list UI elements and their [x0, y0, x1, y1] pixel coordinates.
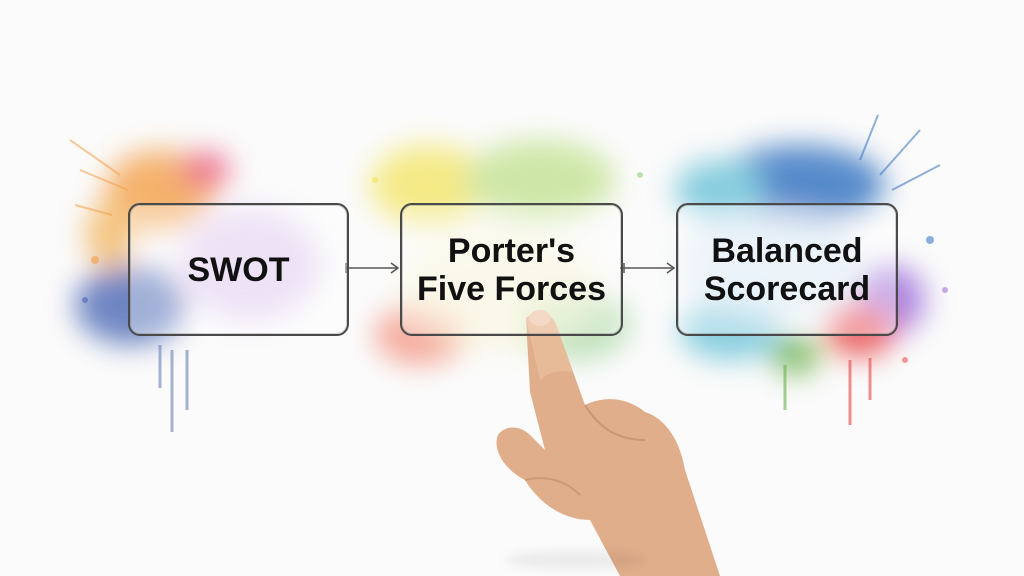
pointing-hand — [496, 310, 720, 576]
drips-balanced — [783, 358, 872, 425]
splash-balanced — [675, 145, 925, 375]
splash-porters — [370, 140, 630, 365]
step-box-swot: SWOT — [128, 203, 349, 336]
spatter — [82, 172, 948, 363]
arrow-swot-to-porters — [345, 262, 400, 274]
step-label-swot: SWOT — [187, 250, 290, 289]
spikes-balanced — [859, 114, 941, 191]
spikes-swot — [69, 139, 129, 216]
drips-swot — [158, 345, 189, 432]
arrow-porters-to-balanced — [620, 262, 676, 274]
